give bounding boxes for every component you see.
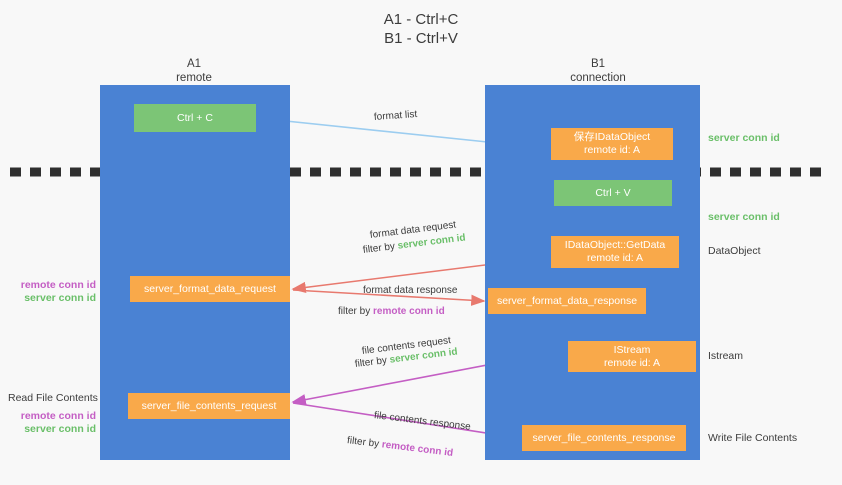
box-ctrl-c[interactable]: Ctrl + C <box>134 104 256 132</box>
label-read-file-contents: Read File Contents <box>8 392 98 404</box>
flow-format-list-text: format list <box>373 108 418 123</box>
box-ctrl-v-label: Ctrl + V <box>595 186 631 199</box>
remote-conn-id-token-1: remote conn id <box>373 306 445 317</box>
box-server-file-contents-request-label: server_file_contents_request <box>141 399 277 412</box>
box-server-format-data-request-label: server_format_data_request <box>144 282 276 295</box>
arrow-format-data-response <box>292 289 486 306</box>
label-write-file-contents: Write File Contents <box>708 432 798 444</box>
box-server-file-contents-request[interactable]: server_file_contents_request <box>128 393 290 419</box>
label-server-conn-id-bottom: server conn id <box>24 423 96 435</box>
box-getdata-line2: remote id: A <box>586 252 644 264</box>
box-ctrl-v[interactable]: Ctrl + V <box>554 180 672 206</box>
box-server-file-contents-response[interactable]: server_file_contents_response <box>522 425 686 451</box>
box-server-format-data-request[interactable]: server_format_data_request <box>130 276 290 302</box>
column-header-a1: A1 remote <box>94 57 294 85</box>
box-save-idataobject[interactable]: 保存IDataObject remote id: A <box>551 128 673 160</box>
arrow-file-contents-response <box>292 402 520 442</box>
label-conn-ids-middle: remote conn id server conn id <box>8 279 96 305</box>
label-server-conn-id-second: server conn id <box>708 211 780 223</box>
box-save-idataobject-line2: remote id: A <box>583 144 641 156</box>
column-header-b1: B1 connection <box>498 57 698 85</box>
filter-by-prefix-1: filter by <box>362 240 399 256</box>
box-save-idataobject-line1: 保存IDataObject <box>573 131 651 143</box>
label-dataobject: DataObject <box>708 245 761 257</box>
column-b1-name: B1 <box>590 58 606 70</box>
label-conn-ids-bottom: remote conn id server conn id <box>8 410 96 436</box>
column-a1-sub: remote <box>176 72 212 84</box>
flow-label-format-list: format list <box>374 108 418 125</box>
box-server-format-data-response[interactable]: server_format_data_response <box>488 288 646 314</box>
box-server-file-contents-response-label: server_file_contents_response <box>532 431 676 444</box>
flow-format-data-response-text: format data response <box>363 285 458 296</box>
diagram-title: A1 - Ctrl+C B1 - Ctrl+V <box>0 10 842 48</box>
box-server-format-data-response-label: server_format_data_response <box>496 294 638 307</box>
box-ctrl-c-label: Ctrl + C <box>177 111 213 124</box>
filter-by-prefix-4: filter by <box>346 435 383 451</box>
box-idataobject-getdata[interactable]: IDataObject::GetData remote id: A <box>551 236 679 268</box>
box-istream[interactable]: IStream remote id: A <box>568 341 696 372</box>
filter-by-prefix-2: filter by <box>338 306 374 317</box>
label-remote-conn-id-bottom: remote conn id <box>20 410 96 422</box>
box-getdata-line1: IDataObject::GetData <box>564 239 666 251</box>
title-line-1: A1 - Ctrl+C <box>383 11 459 28</box>
label-server-conn-id-top: server conn id <box>708 132 780 144</box>
filter-by-prefix-3: filter by <box>354 354 391 370</box>
box-istream-line1: IStream <box>613 343 651 356</box>
label-server-conn-id-middle: server conn id <box>24 292 96 304</box>
label-remote-conn-id-middle: remote conn id <box>20 279 96 291</box>
flow-label-filter-by-remote-conn-id-1: filter by remote conn id <box>338 305 445 319</box>
label-istream: Istream <box>708 350 744 362</box>
column-a1-name: A1 <box>186 58 202 70</box>
box-istream-line2: remote id: A <box>603 356 661 369</box>
flow-label-format-data-response: format data response <box>363 284 458 298</box>
title-line-2: B1 - Ctrl+V <box>384 30 458 47</box>
column-b1-sub: connection <box>570 72 626 84</box>
